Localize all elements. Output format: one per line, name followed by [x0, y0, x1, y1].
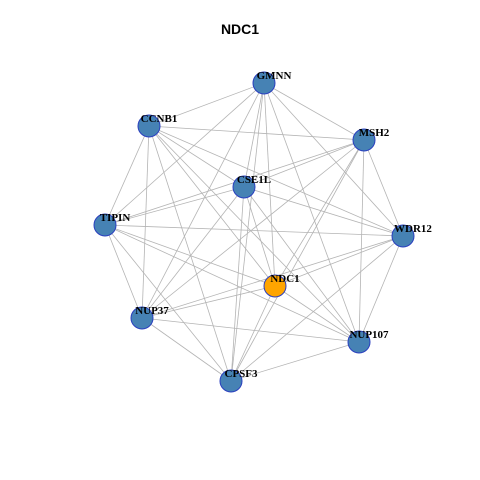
node-ndc1[interactable] [263, 274, 287, 298]
node-cse1l[interactable] [232, 175, 256, 199]
node-label-wdr12: WDR12 [394, 223, 432, 235]
edge-gmnn-ndc1 [263, 82, 276, 287]
node-label-nup37: NUP37 [135, 305, 169, 317]
node-msh2[interactable] [352, 128, 376, 152]
node-wdr12[interactable] [391, 224, 415, 248]
edge-msh2-cpsf3 [230, 139, 365, 382]
edge-gmnn-tipin [104, 82, 265, 226]
edge-wdr12-ndc1 [274, 235, 404, 287]
node-label-tipin: TIPIN [100, 212, 131, 224]
edge-tipin-nup107 [104, 224, 360, 343]
edge-tipin-nup37 [104, 224, 143, 319]
edge-gmnn-cse1l [243, 82, 265, 188]
node-label-msh2: MSH2 [359, 127, 390, 139]
edge-tipin-cpsf3 [104, 224, 232, 382]
edge-ndc1-cpsf3 [230, 285, 276, 382]
edge-wdr12-nup107 [358, 235, 404, 343]
node-label-ccnb1: CCNB1 [141, 113, 178, 125]
edge-ccnb1-cpsf3 [148, 125, 232, 382]
edge-ccnb1-nup107 [148, 125, 360, 343]
graph-title: NDC1 [220, 21, 260, 37]
node-label-cpsf3: CPSF3 [225, 368, 259, 380]
edge-cse1l-nup37 [141, 186, 245, 319]
edge-nup37-cpsf3 [141, 317, 232, 382]
node-label-nup107: NUP107 [349, 329, 389, 341]
edge-gmnn-nup107 [263, 82, 360, 343]
node-label-ndc1: NDC1 [270, 273, 299, 285]
edge-gmnn-cpsf3 [230, 82, 265, 382]
edge-nup107-cpsf3 [230, 341, 360, 382]
edge-ccnb1-cse1l [148, 125, 245, 188]
edge-cse1l-wdr12 [243, 186, 404, 237]
edge-tipin-wdr12 [104, 224, 404, 237]
edge-msh2-nup37 [141, 139, 365, 319]
edge-msh2-cse1l [243, 139, 365, 188]
node-nup37[interactable] [130, 306, 154, 330]
node-gmnn[interactable] [252, 71, 276, 95]
edge-nup37-nup107 [141, 317, 360, 343]
edge-cse1l-ndc1 [243, 186, 276, 287]
node-label-cse1l: CSE1L [237, 174, 271, 186]
node-label-gmnn: GMNN [257, 70, 292, 82]
edge-wdr12-cpsf3 [230, 235, 404, 382]
edge-tipin-ndc1 [104, 224, 276, 287]
edge-gmnn-msh2 [263, 82, 365, 141]
edge-gmnn-wdr12 [263, 82, 404, 237]
edge-msh2-nup107 [358, 139, 365, 343]
node-nup107[interactable] [347, 330, 371, 354]
edge-msh2-wdr12 [363, 139, 404, 237]
edge-cse1l-tipin [104, 186, 245, 226]
edge-msh2-ndc1 [274, 139, 365, 287]
node-ccnb1[interactable] [137, 114, 161, 138]
edge-layer [104, 82, 404, 382]
edge-ndc1-nup37 [141, 285, 276, 319]
edge-ccnb1-msh2 [148, 125, 365, 141]
edge-ccnb1-wdr12 [148, 125, 404, 237]
node-tipin[interactable] [93, 213, 117, 237]
edge-ccnb1-nup37 [141, 125, 150, 319]
edge-gmnn-ccnb1 [148, 82, 265, 127]
edge-cse1l-cpsf3 [230, 186, 245, 382]
edge-gmnn-nup37 [141, 82, 265, 319]
node-cpsf3[interactable] [219, 369, 243, 393]
edge-ccnb1-ndc1 [148, 125, 276, 287]
edge-ccnb1-tipin [104, 125, 150, 226]
edge-ndc1-nup107 [274, 285, 360, 343]
edge-cse1l-nup107 [243, 186, 360, 343]
